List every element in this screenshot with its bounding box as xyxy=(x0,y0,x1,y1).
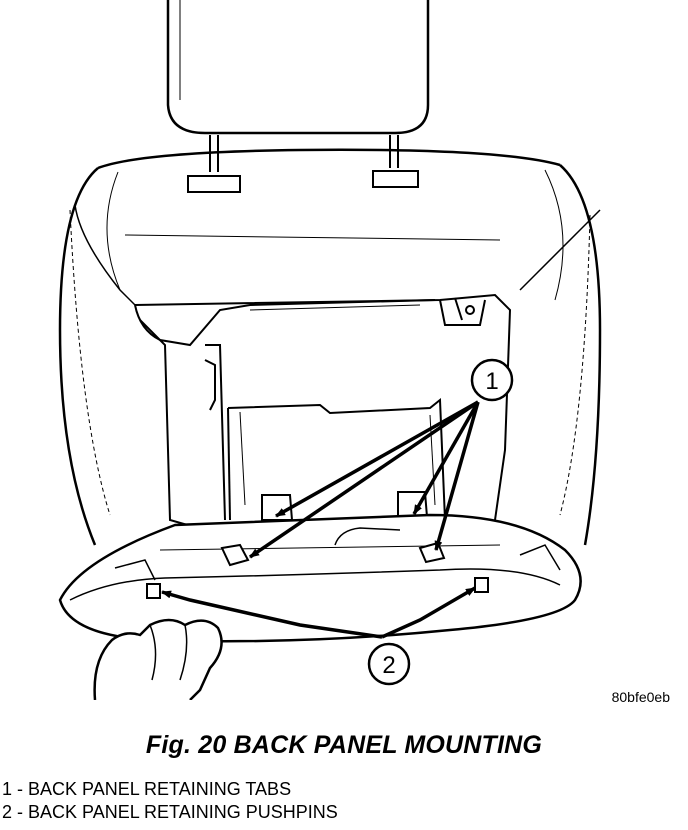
figure-title: Fig. 20 BACK PANEL MOUNTING xyxy=(145,731,543,759)
callout-2-leaders xyxy=(161,586,476,639)
callout-1-leaders xyxy=(249,400,480,559)
headrest-posts xyxy=(187,135,419,193)
callout-1: 1 xyxy=(470,358,514,402)
back-panel xyxy=(58,513,582,643)
seat-back-shell xyxy=(58,148,602,546)
legend-item-1: 1 - BACK PANEL RETAINING TABS xyxy=(2,779,292,799)
headrest xyxy=(166,0,430,135)
retaining-pushpins xyxy=(146,577,489,599)
callout-2-number: 2 xyxy=(382,652,395,679)
seat-back-frame xyxy=(134,293,512,531)
hand xyxy=(93,618,223,700)
callout-2: 2 xyxy=(367,642,411,686)
retaining-tabs xyxy=(220,541,446,567)
image-reference-code: 80bfe0eb xyxy=(611,689,670,705)
legend-item-2: 2 - BACK PANEL RETAINING PUSHPINS xyxy=(2,802,338,822)
seat-back-illustration: 1 2 xyxy=(58,0,602,700)
legend: 1 - BACK PANEL RETAINING TABS 2 - BACK P… xyxy=(2,778,338,824)
callout-1-number: 1 xyxy=(485,368,498,395)
